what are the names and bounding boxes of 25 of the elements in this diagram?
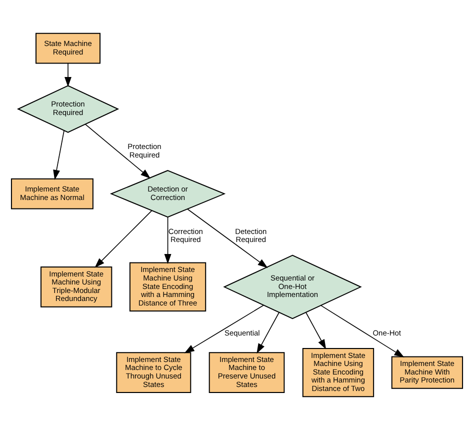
node-box: Implement State Machine Using State Encoding with a Hamming Distance of Two xyxy=(302,348,374,398)
arrow xyxy=(184,304,264,354)
arrow xyxy=(187,208,268,268)
edge-label: Detection Required xyxy=(235,226,267,244)
node-box: Implement State Machine Using Triple-Modular Redundancy xyxy=(40,266,112,308)
arrow xyxy=(84,124,151,179)
node-box: Implement State Machine With Parity Protection xyxy=(391,356,464,389)
arrow xyxy=(320,305,404,358)
node-diamond: Protection Required xyxy=(16,85,120,133)
node-diamond: Sequential or One-Hot Implementation xyxy=(223,254,362,320)
node-box: Implement State Machine as Normal xyxy=(10,178,94,210)
arrow xyxy=(306,312,326,350)
arrow xyxy=(94,210,152,268)
arrow xyxy=(64,63,72,87)
edge-label: Protection Required xyxy=(128,142,162,160)
node-box: Implement State Machine to Cycle Through Unused States xyxy=(116,352,192,394)
edge-label: Correction Required xyxy=(168,226,203,244)
edge-label: One-Hot xyxy=(372,328,401,338)
arrow xyxy=(53,130,64,180)
node-box: Implement State Machine to Preserve Unused States xyxy=(208,352,285,394)
arrow xyxy=(164,216,172,264)
node-box: State Machine Required xyxy=(36,32,101,64)
node-box: Implement State Machine Using State Encoding with a Hamming Distance of Three xyxy=(129,262,206,312)
arrow xyxy=(256,312,280,354)
edge-label: Sequential xyxy=(224,328,260,338)
